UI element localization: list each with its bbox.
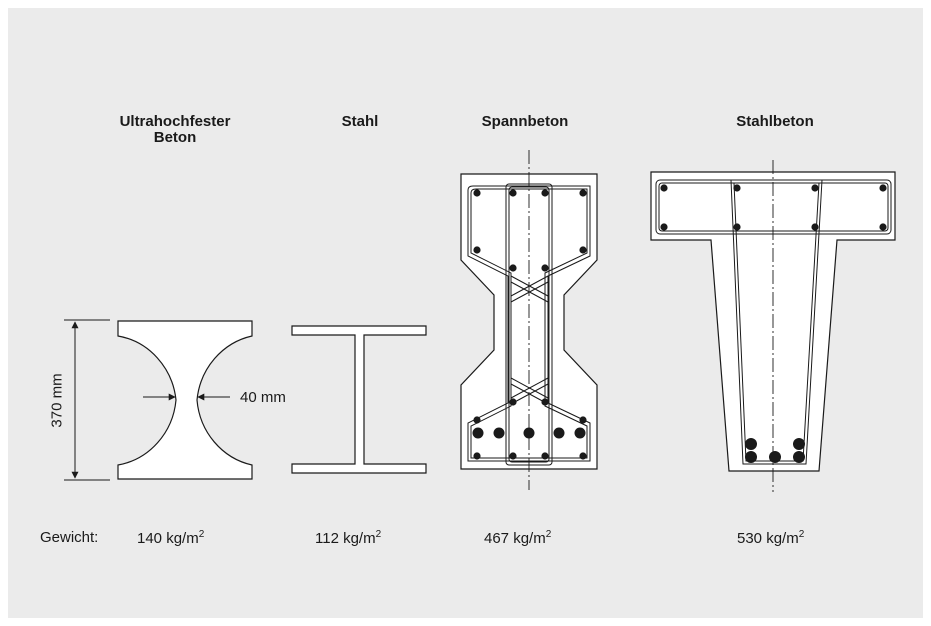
header-uhpc: Ultrahochfester Beton — [110, 114, 240, 146]
prestressed-rebars — [473, 189, 587, 460]
weight-prestressed: 467 kg/m2 — [484, 529, 551, 547]
weight-prestressed-exponent: 2 — [545, 529, 552, 540]
web-dimension-label: 40 mm — [240, 389, 286, 406]
header-uhpc-line2: Beton — [153, 129, 197, 146]
weight-uhpc-exponent: 2 — [198, 529, 205, 540]
weight-steel-exponent: 2 — [375, 529, 382, 540]
reinforced-rebars — [660, 184, 887, 463]
header-reinforced: Stahlbeton — [736, 113, 814, 130]
weight-reinforced-value: 530 kg/m — [737, 530, 799, 547]
prestressed-section — [460, 150, 598, 490]
steel-i-beam-outline — [291, 325, 427, 474]
header-prestressed: Spannbeton — [481, 113, 569, 130]
uhpc-section — [117, 320, 253, 480]
weight-uhpc: 140 kg/m2 — [137, 529, 204, 547]
prestressed-stirrup — [467, 185, 591, 462]
weight-prestressed-value: 467 kg/m — [484, 530, 546, 547]
weight-label: Gewicht: — [40, 529, 99, 546]
reinforced-section — [650, 160, 896, 492]
weight-uhpc-value: 140 kg/m — [137, 530, 199, 547]
weight-reinforced: 530 kg/m2 — [737, 529, 804, 547]
weight-reinforced-exponent: 2 — [798, 529, 805, 540]
header-uhpc-line1: Ultrahochfester — [119, 113, 231, 130]
height-dimension — [64, 319, 110, 481]
prestressed-tendons — [472, 427, 586, 439]
steel-section — [291, 325, 427, 474]
weight-steel-value: 112 kg/m — [315, 530, 376, 547]
header-steel: Stahl — [341, 113, 379, 130]
uhpc-i-beam-outline — [117, 320, 253, 480]
height-dimension-label: 370 mm — [48, 373, 66, 428]
weight-steel: 112 kg/m2 — [315, 529, 381, 547]
